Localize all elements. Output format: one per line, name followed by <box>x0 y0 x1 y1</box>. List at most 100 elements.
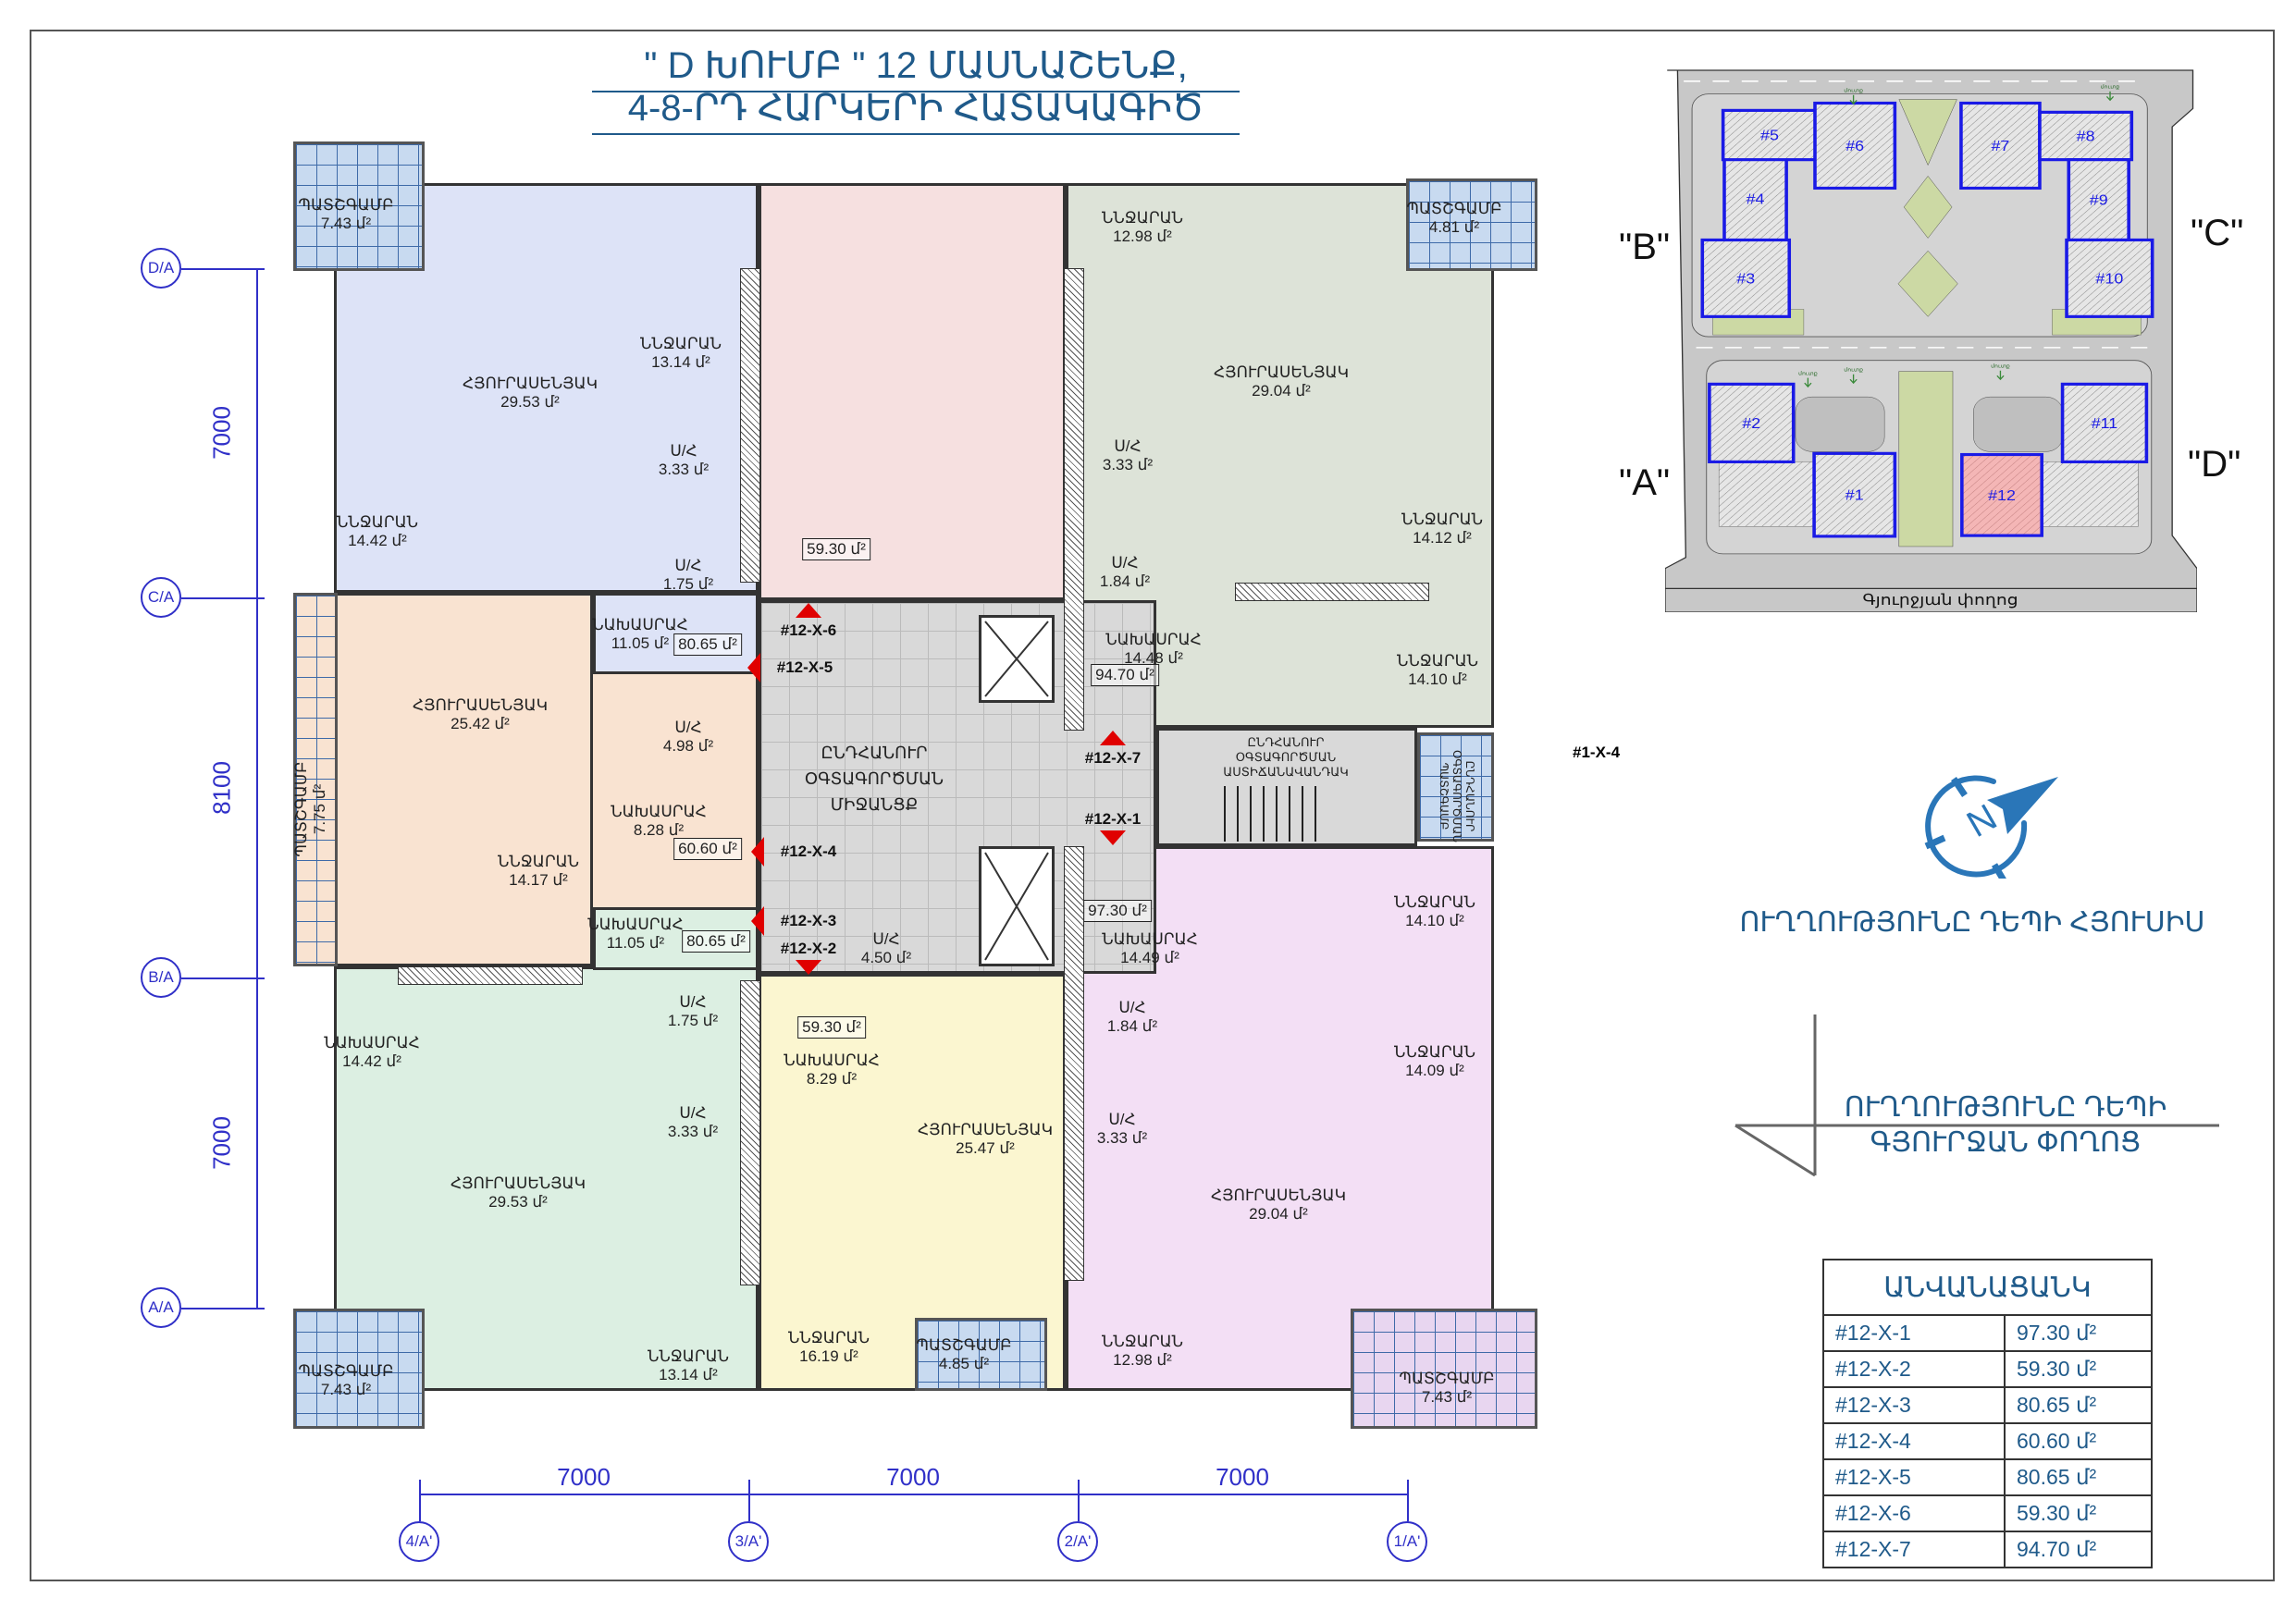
entrance-label: մուտք <box>1844 367 1863 374</box>
apartment-entrance-marker[interactable]: #12-X-5 <box>776 658 833 676</box>
entrance-arrow-icon <box>796 960 821 975</box>
site-building[interactable] <box>2060 382 2149 463</box>
entrance-arrow-icon <box>1804 377 1812 388</box>
zone-label-b: "B" <box>1619 227 1671 267</box>
compass-icon: N <box>1915 758 2072 883</box>
apartment-12-x-4[interactable] <box>334 593 593 966</box>
site-building[interactable] <box>1812 451 1897 538</box>
room-area: 12.98 մ² <box>1113 227 1172 245</box>
entrance-arrow-icon <box>2105 91 2115 102</box>
apartment-entrance-marker[interactable]: #12-X-4 <box>780 842 837 860</box>
room-area: 14.09 մ² <box>1405 1062 1464 1079</box>
apartment-entrance-marker[interactable]: #12-X-7 <box>1084 749 1142 767</box>
room-area: 14.10 մ² <box>1408 670 1467 688</box>
room-area: 8.29 մ² <box>806 1070 858 1088</box>
room-area: 11.05 մ² <box>606 934 665 952</box>
north-direction-label: ՈՒՂՂՈՒԹՅՈՒՆԸ ԴԵՊԻ ՀՅՈՒՍԻՍ <box>1739 907 2205 938</box>
room-name: ՀՅՈՒՐԱՍԵՆՅԱԿ <box>917 1121 1054 1138</box>
building-unlabeled <box>1718 461 1815 527</box>
site-building[interactable] <box>1722 156 1788 242</box>
room-area: 3.33 մ² <box>667 1123 719 1140</box>
apartment-entrance-marker[interactable]: #12-X-2 <box>780 940 837 957</box>
room-area: 1.75 մ² <box>667 1012 719 1029</box>
room-name: ՊԱՏՇԳԱՄԲ <box>1399 1370 1495 1387</box>
apartment-entrance-marker[interactable]: #12-X-6 <box>780 621 837 639</box>
axis-bubble-column: 4/A' <box>399 1521 439 1562</box>
room-area: 12.98 մ² <box>1113 1351 1172 1369</box>
legend-apartment-id: #12-X-7 <box>1822 1531 2006 1568</box>
room-name: ՆԱԽԱՍՐԱՀ <box>587 916 684 933</box>
room-name: ՆՆՋԱՐԱՆ <box>1393 893 1476 911</box>
site-building[interactable] <box>2065 238 2154 318</box>
street-direction-icon <box>1734 1013 2224 1184</box>
axis-bubble-row: C/A <box>141 577 181 618</box>
legend-apartment-id: #12-X-3 <box>1822 1386 2006 1424</box>
axis-bubble-column: 2/A' <box>1057 1521 1098 1562</box>
apartment-entrance-marker[interactable]: #12-X-3 <box>780 912 837 929</box>
apartment-entrance-marker[interactable]: #12-X-1 <box>1084 810 1142 828</box>
room-area: 4.81 մ² <box>1428 218 1480 236</box>
site-building[interactable] <box>1700 238 1792 318</box>
site-building-label: #10 <box>2095 270 2123 287</box>
legend-apartment-area: 80.65 մ² <box>2004 1386 2153 1424</box>
street-direction-label-1: ՈՒՂՂՈՒԹՅՈՒՆԸ ԴԵՊԻ <box>1844 1092 2167 1123</box>
room-name: Ս/Հ <box>679 1104 707 1122</box>
room-area: 4.85 մ² <box>938 1355 990 1372</box>
site-building-label: #6 <box>1845 138 1864 154</box>
elevator <box>979 615 1055 703</box>
room-name: ՆԱԽԱՍՐԱՀ <box>611 803 707 820</box>
room-name: ՊԱՏՇԳԱՄԲ <box>298 1362 394 1380</box>
apartment-total-area: 80.65 մ² <box>673 633 742 656</box>
room-name: ՀՅՈՒՐԱՍԵՆՅԱԿ <box>1213 363 1350 381</box>
legend-apartment-area: 80.65 մ² <box>2004 1458 2153 1496</box>
entrance-arrow-icon <box>751 906 764 936</box>
dimension-label: 8100 <box>207 760 236 815</box>
room-name: ՆՆՋԱՐԱՆ <box>336 513 419 531</box>
room-name: ՊԱՏՇԳԱՄԲ <box>292 761 310 857</box>
site-building-label: #11 <box>2092 415 2118 432</box>
room-area: 7.75 մ² <box>311 783 328 835</box>
corridor-label: ԸՆԴՀԱՆՈՒՐ ՕԳՏԱԳՈՐԾՄԱՆ ՄԻՋԱՆՑՔ <box>804 744 944 814</box>
room-name: ՆԱԽԱՍՐԱՀ <box>1105 631 1202 648</box>
axis-tick <box>419 1480 421 1521</box>
entrance-arrow-icon <box>796 603 821 618</box>
room-area: 29.53 մ² <box>488 1193 548 1211</box>
building-unlabeled <box>2041 461 2139 527</box>
room-name: ՀՅՈՒՐԱՍԵՆՅԱԿ <box>1210 1187 1347 1204</box>
site-building[interactable] <box>1721 108 1819 162</box>
staircase <box>1156 728 1417 846</box>
entrance-arrow-icon <box>1996 370 2005 381</box>
room-area: 14.10 մ² <box>1405 912 1464 929</box>
room-name: ՆԱԽԱՍՐԱՀ <box>1102 930 1198 948</box>
dimension-label: 7000 <box>886 1463 940 1491</box>
room-name: ՆԱԽԱՍՐԱՀ <box>784 1051 880 1069</box>
room-name: ՆՆՋԱՐԱՆ <box>1396 652 1479 670</box>
site-building[interactable] <box>1960 452 2043 537</box>
axis-bubble-column: 1/A' <box>1387 1521 1427 1562</box>
room-area: 4.50 մ² <box>860 949 912 966</box>
legend-apartment-area: 59.30 մ² <box>2004 1494 2153 1532</box>
entrance-arrow-icon <box>1100 830 1126 845</box>
entrance-arrow-icon <box>751 837 764 867</box>
room-name: ՆՆՋԱՐԱՆ <box>787 1329 870 1346</box>
structural-wall <box>1064 268 1084 731</box>
room-area: 29.04 մ² <box>1252 382 1311 400</box>
legend-title: ԱՆՎԱՆԱՑԱՆԿ <box>1822 1259 2153 1316</box>
room-name: Ս/Հ <box>872 930 900 948</box>
site-building[interactable] <box>2038 110 2134 162</box>
dimension-label: 7000 <box>1216 1463 1269 1491</box>
parking <box>1973 396 2063 452</box>
apartment-12-x-5[interactable] <box>334 183 759 593</box>
site-building[interactable] <box>1708 382 1796 463</box>
axis-tick <box>181 597 265 599</box>
